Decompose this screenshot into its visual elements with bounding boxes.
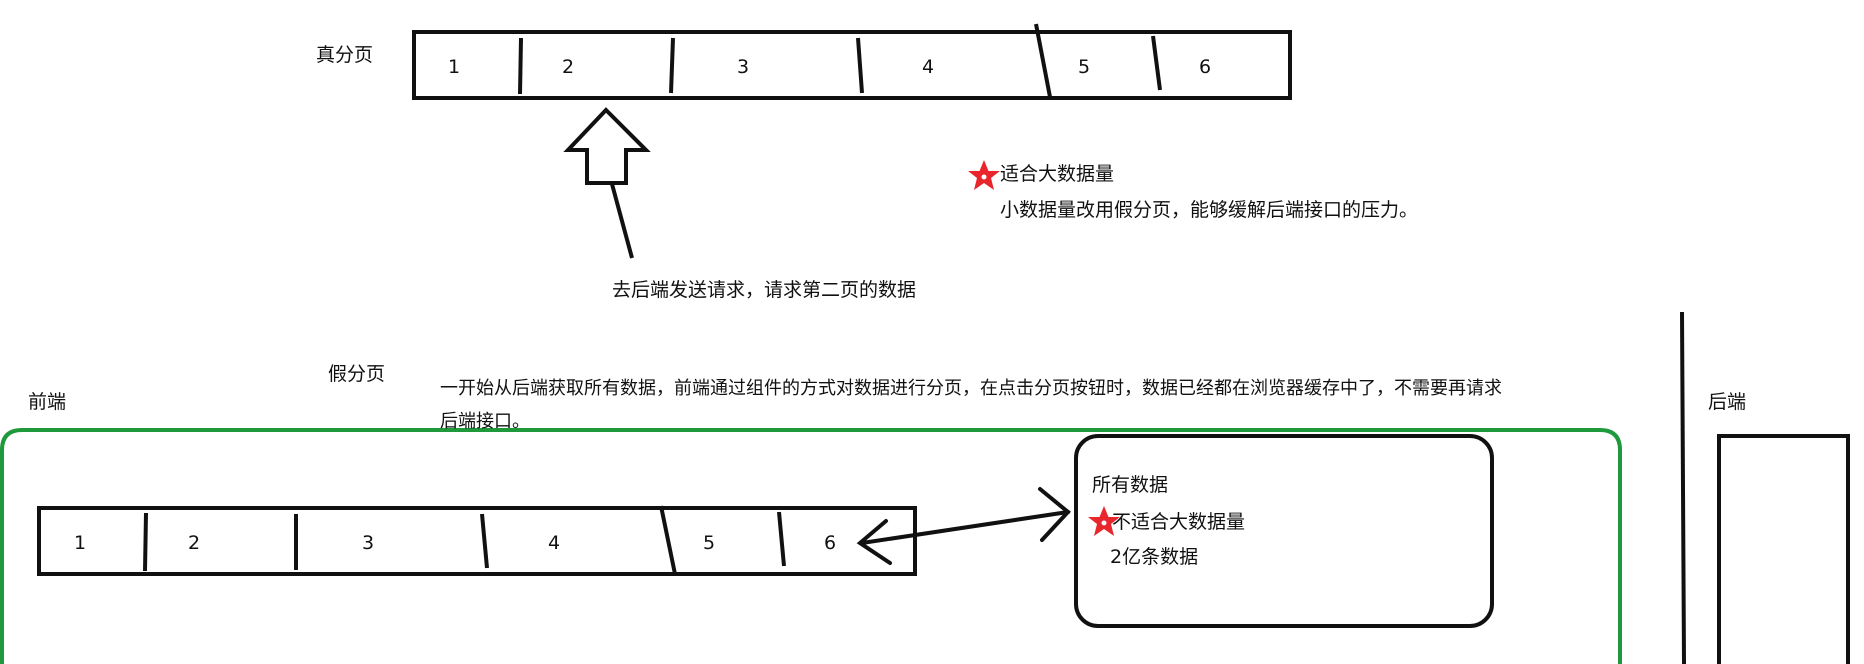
divider [856, 37, 864, 94]
divider [777, 511, 786, 567]
divider [669, 37, 675, 94]
hollow-up-arrow-icon [563, 107, 651, 185]
backend-label: 后端 [1708, 391, 1747, 413]
fake-pagination-bar [37, 506, 917, 576]
pros-title: 适合大数据量 [1000, 163, 1115, 185]
double-headed-arrow-icon [856, 487, 1071, 565]
frontend-container [0, 428, 1622, 664]
divider [480, 513, 489, 569]
divider [1034, 23, 1052, 98]
page-cell: 3 [737, 56, 750, 78]
request-note: 去后端发送请求，请求第二页的数据 [612, 279, 917, 301]
true-pagination-title: 真分页 [316, 44, 374, 66]
backend-container [1717, 434, 1850, 664]
page-cell: 6 [824, 532, 837, 554]
page-cell: 3 [362, 532, 375, 554]
page-cell: 4 [922, 56, 935, 78]
red-star-icon [968, 160, 1000, 190]
divider [659, 505, 677, 575]
all-data-store [1074, 434, 1494, 628]
cons-note: 2亿条数据 [1110, 546, 1199, 568]
divider [518, 37, 523, 95]
fake-pagination-description: 一开始从后端获取所有数据，前端通过组件的方式对数据进行分页，在点击分页按钮时，数… [440, 378, 1502, 399]
cons-title: 不适合大数据量 [1112, 511, 1246, 533]
page-cell: 2 [562, 56, 575, 78]
page-cell: 6 [1199, 56, 1212, 78]
arrow-tail [610, 183, 634, 259]
page-cell: 5 [703, 532, 716, 554]
fake-pagination-title: 假分页 [328, 363, 386, 385]
divider [143, 512, 148, 572]
divider [1151, 35, 1162, 91]
pros-note: 小数据量改用假分页，能够缓解后端接口的压力。 [1000, 199, 1419, 221]
backend-separator [1680, 311, 1686, 664]
page-cell: 1 [448, 56, 461, 78]
page-cell: 2 [188, 532, 201, 554]
page-cell: 4 [548, 532, 561, 554]
page-cell: 5 [1078, 56, 1091, 78]
store-title: 所有数据 [1092, 474, 1169, 496]
page-cell: 1 [74, 532, 87, 554]
true-pagination-bar [412, 30, 1292, 100]
frontend-label: 前端 [28, 391, 67, 413]
red-star-icon [1088, 506, 1120, 536]
fake-pagination-description-cont: 后端接口。 [440, 411, 530, 432]
